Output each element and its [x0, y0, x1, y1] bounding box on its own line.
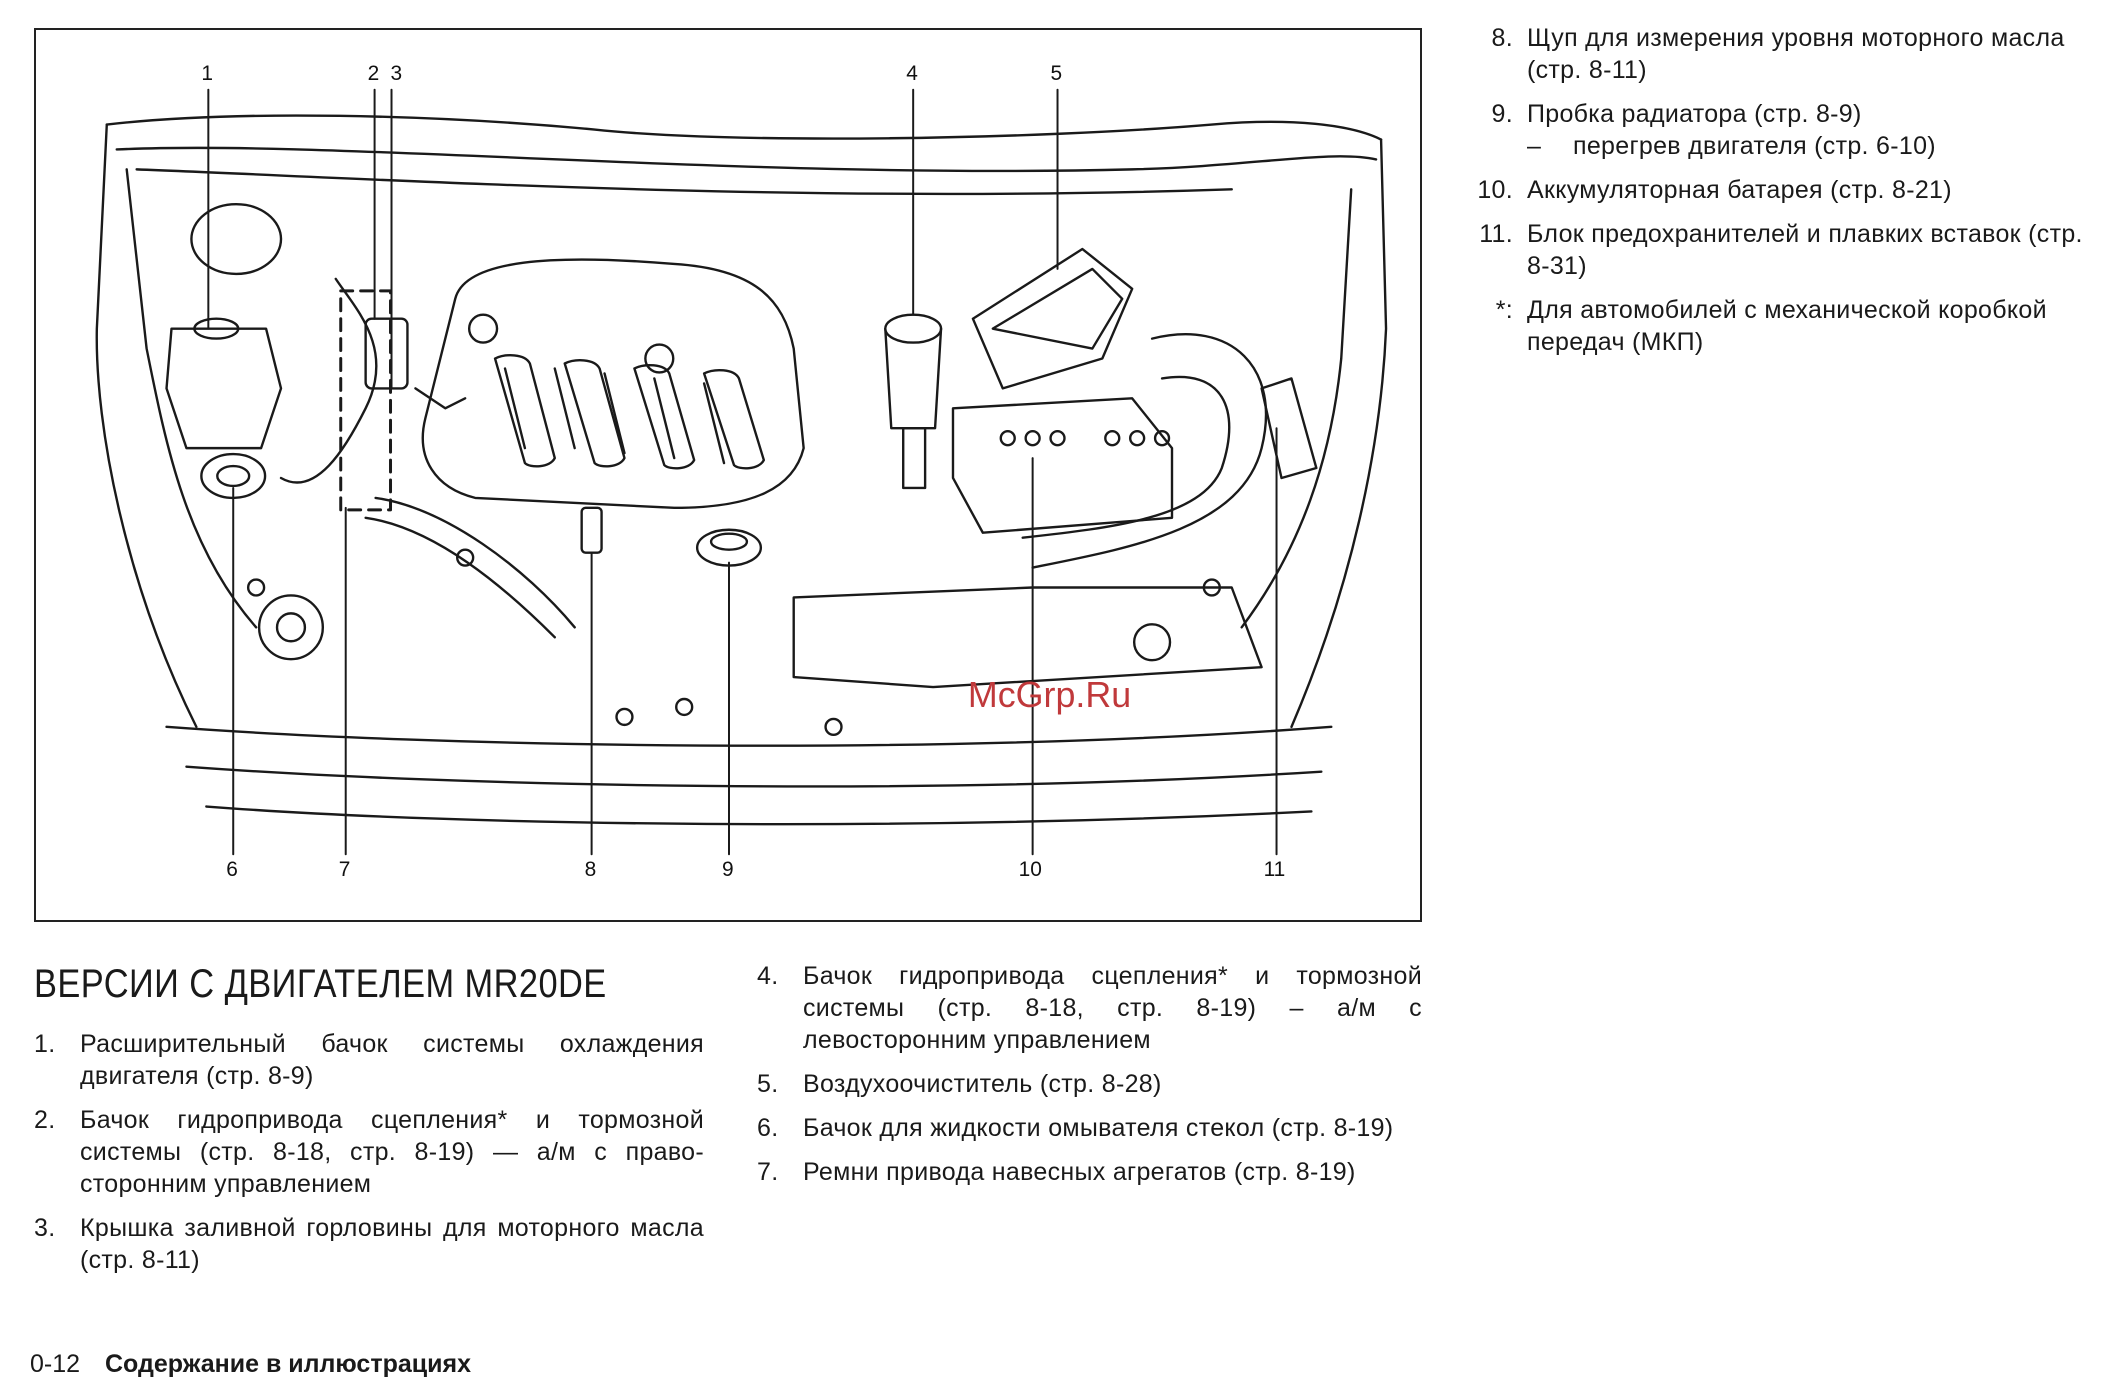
legend-item-text: Блок предохранителей и плавких вставок (… — [1527, 220, 2083, 280]
callout-11: 11 — [1264, 858, 1286, 881]
legend-item-number: 8. — [1491, 24, 1513, 52]
legend-item-4: 4. Бачок гидропривода сцепления* и тормо… — [757, 960, 1422, 1056]
legend-footnote-mark: *: — [1495, 296, 1513, 324]
legend-item-text: Щуп для измерения уровня моторного масла… — [1527, 24, 2065, 84]
callout-9: 9 — [722, 858, 734, 881]
legend-item-text: Пробка радиатора (стр. 8-9) — [1527, 100, 1862, 128]
engine-bay-figure: 1 2 3 4 5 6 7 8 9 10 11 McGrp.Ru — [34, 28, 1422, 922]
legend-item-text: Аккумуляторная батарея (стр. 8-21) — [1527, 176, 1952, 204]
callout-3: 3 — [391, 62, 403, 85]
legend-item-6: 6. Бачок для жидкости омывателя стекол (… — [757, 1112, 1422, 1144]
legend-item-11: 11. Блок предохранителей и плавких встав… — [1475, 218, 2105, 282]
callout-5: 5 — [1051, 62, 1063, 85]
legend-item-text: Крышка заливной горловины для моторного … — [80, 1214, 704, 1274]
legend-item-text: Бачок гидропривода сцепления* и тормозно… — [803, 962, 1422, 1054]
legend-item-number: 1. — [34, 1030, 56, 1058]
legend-subitem-dash: – — [1527, 132, 1542, 160]
legend-item-number: 11. — [1479, 220, 1513, 248]
legend-item-text: Воздухоочиститель (стр. 8-28) — [803, 1070, 1162, 1098]
callout-7: 7 — [339, 858, 351, 881]
callout-6: 6 — [226, 858, 238, 881]
legend-subitem: – перегрев двигателя (стр. 6-10) — [1527, 130, 2105, 162]
legend-item-text: Ремни привода навесных агрегатов (стр. 8… — [803, 1158, 1356, 1186]
legend-item-10: 10. Аккумуляторная батарея (стр. 8-21) — [1475, 174, 2105, 206]
legend-item-9: 9. Пробка радиатора (стр. 8-9) – перегрев… — [1475, 98, 2105, 162]
legend-item-number: 2. — [34, 1106, 56, 1134]
legend-item-1: 1. Расширительный бачок системы охлажден… — [34, 1028, 704, 1092]
legend-list-middle: 4. Бачок гидропривода сцепления* и тормо… — [757, 960, 1422, 1200]
watermark-text: McGrp.Ru — [968, 675, 1131, 715]
legend-item-text: Бачок гидропривода сцепления* и тормозно… — [80, 1106, 704, 1198]
legend-item-number: 9. — [1491, 100, 1513, 128]
section-heading: ВЕРСИИ С ДВИГАТЕЛЕМ MR20DE — [34, 962, 607, 1006]
callout-8: 8 — [585, 858, 597, 881]
legend-item-3: 3. Крышка заливной горловины для моторно… — [34, 1212, 704, 1276]
legend-item-text: Бачок для жидкости омывателя стекол (стр… — [803, 1114, 1394, 1142]
footer-section-title: Содержание в иллюстрациях — [105, 1350, 471, 1378]
legend-item-number: 3. — [34, 1214, 56, 1242]
callout-10: 10 — [1019, 858, 1042, 881]
legend-footnote-text: Для автомобилей с механической коробкой … — [1527, 296, 2047, 356]
legend-item-number: 5. — [757, 1070, 779, 1098]
callout-4: 4 — [906, 62, 918, 85]
legend-item-text: Расширительный бачок системы охлаждения … — [80, 1030, 704, 1090]
page-number: 0-12 — [30, 1350, 81, 1378]
legend-item-number: 6. — [757, 1114, 779, 1142]
legend-item-5: 5. Воздухоочиститель (стр. 8-28) — [757, 1068, 1422, 1100]
legend-subitem-text: перегрев двигателя (стр. 6-10) — [1573, 132, 1936, 160]
legend-list-left: 1. Расширительный бачок системы охлажден… — [34, 1028, 704, 1288]
legend-footnote: *: Для автомобилей с механической коробк… — [1475, 294, 2105, 358]
legend-item-number: 4. — [757, 962, 779, 990]
engine-bay-drawing: 1 2 3 4 5 6 7 8 9 10 11 McGrp.Ru — [95, 62, 1388, 881]
legend-item-8: 8. Щуп для измерения уровня моторного ма… — [1475, 22, 2105, 86]
legend-list-right: 8. Щуп для измерения уровня моторного ма… — [1475, 22, 2105, 370]
callout-1: 1 — [201, 62, 213, 85]
legend-item-number: 7. — [757, 1158, 779, 1186]
legend-item-2: 2. Бачок гидропривода сцепления* и тормо… — [34, 1104, 704, 1200]
page-footer: 0-12 Содержание в иллюстрациях — [30, 1350, 471, 1379]
callout-2: 2 — [368, 62, 380, 85]
legend-item-number: 10. — [1477, 176, 1513, 204]
legend-item-7: 7. Ремни привода навесных агрегатов (стр… — [757, 1156, 1422, 1188]
